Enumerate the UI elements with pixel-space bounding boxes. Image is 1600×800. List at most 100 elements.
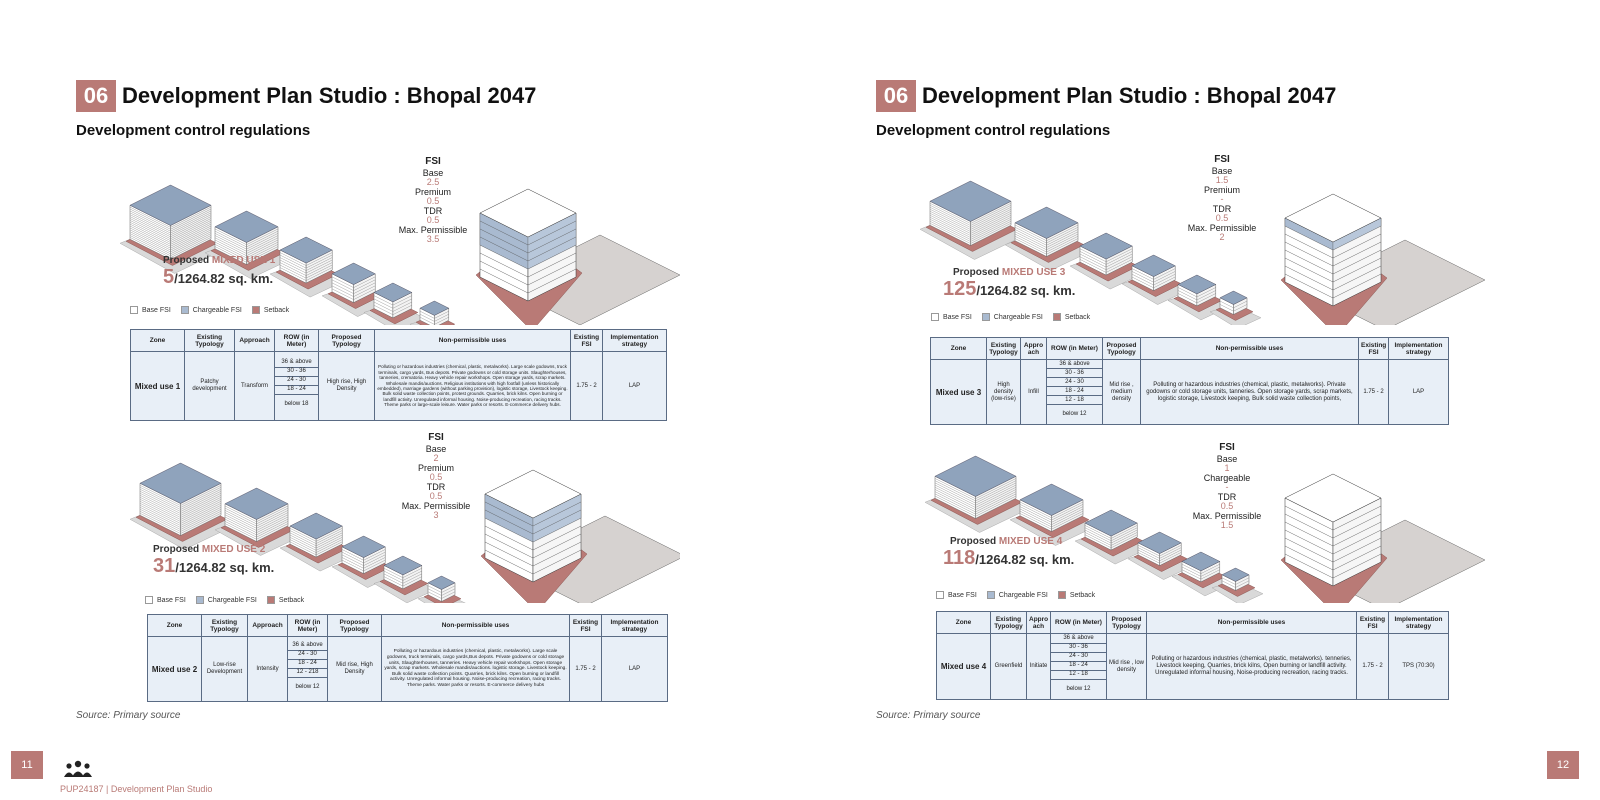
legend-base: Base FSI	[157, 596, 186, 604]
building-stack	[279, 512, 357, 572]
fsi-value-2: 0.5	[429, 472, 443, 482]
count-area: /1264.82 sq. km.	[976, 283, 1076, 298]
building-stack	[919, 180, 1026, 260]
page-number-left: 11	[11, 751, 43, 779]
mixed-use-3-proposed: Proposed MIXED USE 3	[953, 267, 1065, 278]
table-row: Mixed use 1 Patchy development Transform…	[130, 351, 667, 421]
mixed-use-3-illustration	[919, 180, 1486, 325]
proposed-label: Proposed	[153, 544, 202, 555]
legend-base: Base FSI	[142, 306, 171, 314]
th-row: ROW (in Meter)	[1046, 337, 1103, 360]
th-nonperm: Non-permissible uses	[1146, 611, 1357, 634]
source-note: Source: Primary source	[876, 710, 981, 721]
count-value: 31	[153, 555, 176, 577]
th-impl: Implementation strategy	[1388, 337, 1449, 360]
section-number: 06	[876, 80, 916, 112]
mixed-use-1-legend: Base FSI Chargeable FSI Setback	[130, 306, 289, 314]
cell-nonperm: Polluting or hazardous industries (chemi…	[1140, 359, 1359, 425]
building-stack	[1069, 232, 1147, 290]
proposed-name: MIXED USE 3	[1001, 267, 1066, 278]
cell-approach: Intensity	[247, 636, 288, 702]
cell-row-list: 36 & above 24 - 30 18 - 24 12 - 218 belo…	[287, 636, 328, 702]
fsi-base-label: Base	[1216, 453, 1238, 464]
legend-setback: Setback	[263, 306, 290, 314]
mixed-use-4-legend: Base FSI Chargeable FSI Setback	[936, 591, 1095, 599]
th-fsi: Existing FSI	[1356, 611, 1389, 634]
fsi-title: FSI	[425, 156, 441, 167]
people-group-icon	[64, 760, 92, 777]
cell-existing: Patchy development	[184, 351, 235, 421]
cell-proposed: High rise, High Density	[318, 351, 375, 421]
count-area: /1264.82 sq. km.	[175, 560, 275, 575]
table-row: Mixed use 4 Greenfield Initiate 36 & abo…	[936, 633, 1449, 700]
fsi-base-value: 2.5	[426, 177, 440, 187]
cell-fsi: 1.75 - 2	[1356, 633, 1389, 700]
building-section-cube	[1280, 473, 1486, 603]
th-impl: Implementation strategy	[601, 614, 668, 637]
th-existing: Existing Typology	[184, 329, 235, 352]
row-range: 24 - 30	[275, 377, 318, 386]
fsi-label-2: Chargeable	[1203, 472, 1251, 483]
section-header: 06 Development Plan Studio : Bhopal 2047	[876, 80, 1336, 112]
building-stack	[1127, 531, 1196, 580]
row-range: 30 - 36	[275, 368, 318, 377]
count-value: 5	[163, 266, 175, 288]
cell-nonperm: Polluting or hazardous industries (chemi…	[381, 636, 570, 702]
cell-row-list: 36 & above 30 - 36 24 - 30 18 - 24 12 - …	[1046, 359, 1103, 425]
cell-proposed: Mid rise, High Density	[327, 636, 382, 702]
th-approach: Approach	[247, 614, 288, 637]
legend-setback: Setback	[1069, 591, 1096, 599]
row-range: 24 - 30	[288, 651, 327, 660]
building-stack	[214, 487, 303, 556]
chargeable-fsi-swatch	[180, 306, 189, 314]
fsi-value-3: 0.5	[429, 491, 443, 501]
proposed-name: MIXED USE 4	[998, 536, 1063, 547]
building-stack	[1009, 483, 1098, 546]
mixed-use-3-legend: Base FSI Chargeable FSI Setback	[931, 313, 1090, 321]
building-stack	[417, 575, 466, 603]
th-zone: Zone	[930, 337, 987, 360]
mixed-use-3-block: FSI Base 1.5 Premium - TDR 0.5 Max. Perm…	[910, 145, 1490, 335]
row-range: below 12	[1066, 685, 1091, 692]
proposed-label: Proposed	[950, 536, 999, 547]
base-fsi-swatch	[931, 313, 939, 321]
th-zone: Zone	[936, 611, 991, 634]
section-header: 06 Development Plan Studio : Bhopal 2047	[76, 80, 536, 112]
th-nonperm: Non-permissible uses	[374, 329, 571, 352]
th-proposed: Proposed Typology	[318, 329, 375, 352]
cell-existing: Low-rise Development	[201, 636, 248, 702]
fsi-label-4: Max. Permissible	[401, 500, 471, 511]
legend-chargeable: Chargeable FSI	[993, 313, 1043, 321]
legend-setback: Setback	[1064, 313, 1091, 321]
row-range: 36 & above	[275, 359, 318, 368]
cell-zone: Mixed use 2	[147, 636, 202, 702]
fsi-label-3: TDR	[1217, 491, 1237, 502]
footer-text: PUP24187 | Development Plan Studio	[60, 784, 213, 794]
mixed-use-3-count: 125/1264.82 sq. km.	[943, 278, 1075, 301]
fsi-title: FSI	[1219, 442, 1235, 453]
fsi-value-4: 3.5	[426, 234, 440, 244]
legend-base: Base FSI	[943, 313, 972, 321]
mixed-use-1-illustration	[120, 184, 680, 325]
th-zone: Zone	[147, 614, 202, 637]
row-range: 18 - 24	[288, 660, 327, 669]
fsi-base-value: 1	[1224, 463, 1230, 473]
fsi-value-4: 3	[433, 510, 439, 520]
left-page: 06 Development Plan Studio : Bhopal 2047…	[11, 80, 680, 794]
chargeable-fsi-swatch	[195, 596, 204, 604]
mixed-use-2-illustration	[129, 462, 680, 603]
building-stack	[321, 262, 390, 317]
th-zone: Zone	[130, 329, 185, 352]
th-fsi: Existing FSI	[570, 329, 603, 352]
th-row: ROW (in Meter)	[274, 329, 319, 352]
th-existing: Existing Typology	[201, 614, 248, 637]
row-range: below 12	[1062, 411, 1087, 417]
row-range: 12 - 18	[1051, 671, 1106, 680]
mixed-use-4-fsi: FSI Base 1 Chargeable - TDR 0.5 Max. Per…	[1187, 443, 1267, 531]
cell-fsi: 1.75 - 2	[569, 636, 602, 702]
section-title: Development Plan Studio : Bhopal 2047	[122, 83, 537, 108]
proposed-label: Proposed	[163, 255, 212, 266]
fsi-value-2: -	[1220, 194, 1224, 204]
cell-existing: Greenfield	[990, 633, 1027, 700]
building-section-cube	[480, 469, 680, 603]
